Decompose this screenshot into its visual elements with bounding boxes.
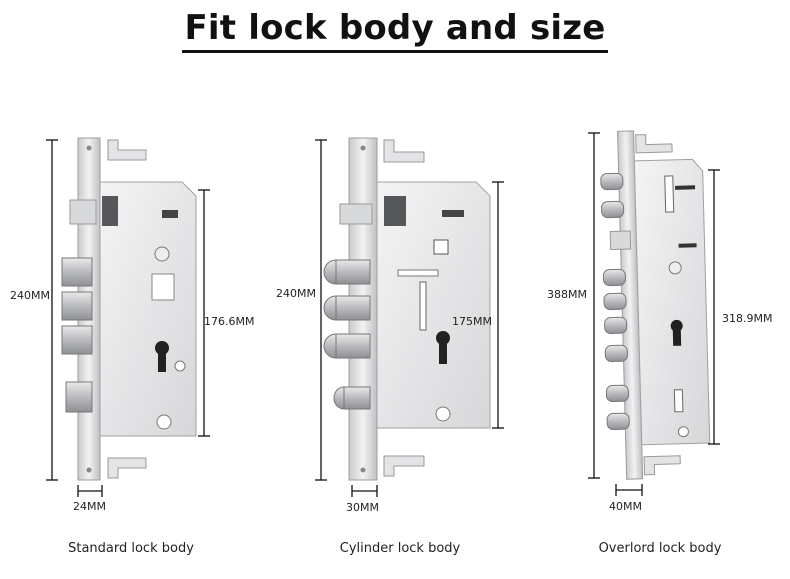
cylinder-width-label: 30MM xyxy=(346,501,379,514)
standard-body-height-label: 176.6MM xyxy=(204,315,255,328)
standard-lock-image xyxy=(61,137,197,481)
overlord-body-height-label: 318.9MM xyxy=(722,312,773,325)
page-title: Fit lock body and size xyxy=(0,8,790,53)
cylinder-lock-image xyxy=(323,137,491,481)
cylinder-total-height-label: 240MM xyxy=(276,287,316,300)
overlord-lock-caption: Overlord lock body xyxy=(598,541,722,556)
cylinder-lock-caption: Cylinder lock body xyxy=(339,541,461,556)
cylinder-body-height-label: 175MM xyxy=(452,315,492,328)
standard-width-label: 24MM xyxy=(73,500,106,513)
overlord-total-height-label: 388MM xyxy=(547,288,587,301)
standard-lock-caption: Standard lock body xyxy=(68,541,194,556)
standard-total-height-label: 240MM xyxy=(10,289,50,302)
overlord-lock-image xyxy=(600,130,711,480)
overlord-width-label: 40MM xyxy=(609,500,642,513)
